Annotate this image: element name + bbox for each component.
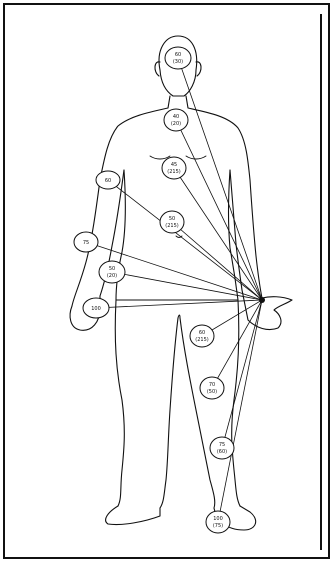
marker-sublabel: (75)	[213, 523, 223, 529]
marker-thigh: 60 (215)	[190, 325, 214, 347]
marker-sublabel: (215)	[195, 337, 208, 343]
marker-label: 50	[169, 216, 175, 222]
marker-label: 100	[213, 516, 223, 522]
marker-elbow: 75	[74, 232, 98, 252]
marker-hip: 50 (20)	[99, 261, 125, 283]
marker-sublabel: (50)	[207, 389, 217, 395]
marker-shin: 75 (60)	[210, 437, 234, 459]
marker-label: 45	[171, 162, 177, 168]
marker-label: 75	[219, 442, 225, 448]
crotch	[178, 315, 180, 318]
left-leg	[115, 300, 178, 508]
marker-sublabel: (215)	[165, 223, 178, 229]
marker-sublabel: (20)	[107, 273, 117, 279]
marker-knee: 70 (50)	[200, 377, 224, 399]
waist	[116, 170, 238, 300]
marker-chest: 45 (215)	[162, 157, 186, 179]
marker-label: 100	[91, 306, 101, 312]
marker-label: 60	[105, 178, 111, 184]
marker-sublabel: (215)	[167, 169, 180, 175]
marker-sublabel: (60)	[217, 449, 227, 455]
focal-point	[259, 297, 265, 303]
marker-head: 60 (30)	[165, 47, 191, 69]
marker-label: 40	[173, 114, 179, 120]
marker-label: 75	[83, 240, 89, 246]
marker-upper-arm: 60	[96, 171, 120, 189]
marker-label: 50	[109, 266, 115, 272]
marker-neck: 40 (20)	[164, 109, 188, 131]
left-foot	[106, 506, 160, 525]
marker-wrist: 100	[83, 298, 109, 318]
marker-abdomen: 50 (215)	[160, 211, 184, 233]
marker-label: 60	[199, 330, 205, 336]
marker-label: 60	[175, 52, 181, 58]
marker-sublabel: (30)	[173, 59, 183, 65]
marker-label: 70	[209, 382, 215, 388]
marker-ankle: 100 (75)	[206, 511, 230, 533]
marker-sublabel: (20)	[171, 121, 181, 127]
